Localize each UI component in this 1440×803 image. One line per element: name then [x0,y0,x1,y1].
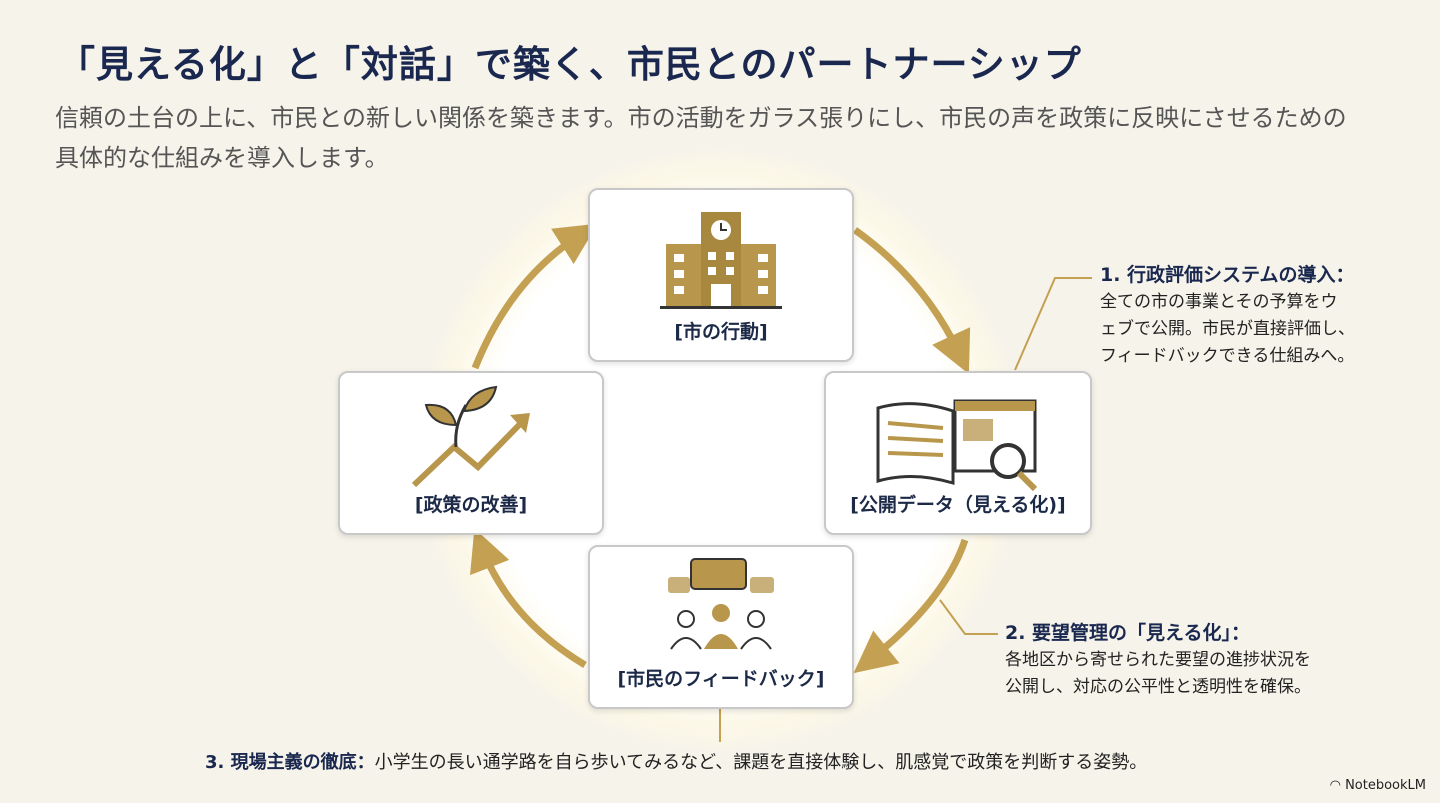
brand-name: NotebookLM [1345,778,1426,793]
open-data-icon [876,399,1038,492]
note-line: 公開し、対応の公平性と透明性を確保。 [1005,677,1311,697]
arrow-top-right [852,227,971,375]
note-line: ェブで公開。市民が直接評価し、 [1100,319,1355,339]
arrow-bottom-right [853,538,969,674]
step-label: [政策の改善] [414,494,528,516]
logo-icon: ◠ [1329,778,1346,793]
citizen-dialogue-icon [668,558,774,650]
note-line: 各地区から寄せられた要望の進捗状況を [1005,650,1311,670]
note-heading: 3. 現場主義の徹底： [205,752,375,773]
step-label: [市の行動] [674,321,768,343]
notebooklm-logo: ◠ NotebookLM [1330,778,1426,793]
note-request-visibility: 2. 要望管理の「見える化」： 各地区から寄せられた要望の進捗状況を 公開し、対… [1005,620,1311,701]
note-heading: 2. 要望管理の「見える化」： [1005,622,1250,644]
page-subtitle: 信頼の土台の上に、市民との新しい関係を築きます。市の活動をガラス張りにし、市民の… [55,104,1347,172]
connector-2 [939,599,998,635]
connector-1 [1014,277,1092,371]
note-evaluation-system: 1. 行政評価システムの導入： 全ての市の事業とその予算をウ ェブで公開。市民が… [1100,262,1355,370]
growth-icon [411,385,530,488]
cycle-step-open-data: [公開データ（見える化)] [824,371,1092,535]
note-text: 小学生の長い通学路を自ら歩いてみるなど、課題を直接体験し、肌感覚で政策を判断する… [374,752,1148,773]
step-label: [市民のフィードバック] [617,668,825,690]
note-heading: 1. 行政評価システムの導入： [1100,264,1355,286]
cycle-step-policy-improvement: [政策の改善] [338,371,604,535]
page-title: 「見える化」と「対話」で築く、市民とのパートナーシップ [58,43,1082,86]
arrow-top-left [471,223,598,370]
step-label: [公開データ（見える化)] [850,494,1066,516]
note-field-first: 3. 現場主義の徹底：小学生の長い通学路を自ら歩いてみるなど、課題を直接体験し、… [205,748,1147,774]
note-line: 全ての市の事業とその予算をウ [1100,292,1338,312]
city-hall-icon [660,212,782,309]
arrow-bottom-left [470,528,587,669]
cycle-step-citizen-feedback: [市民のフィードバック] [588,545,854,709]
cycle-step-city-action: [市の行動] [588,188,854,362]
note-line: フィードバックできる仕組みへ。 [1100,346,1355,366]
